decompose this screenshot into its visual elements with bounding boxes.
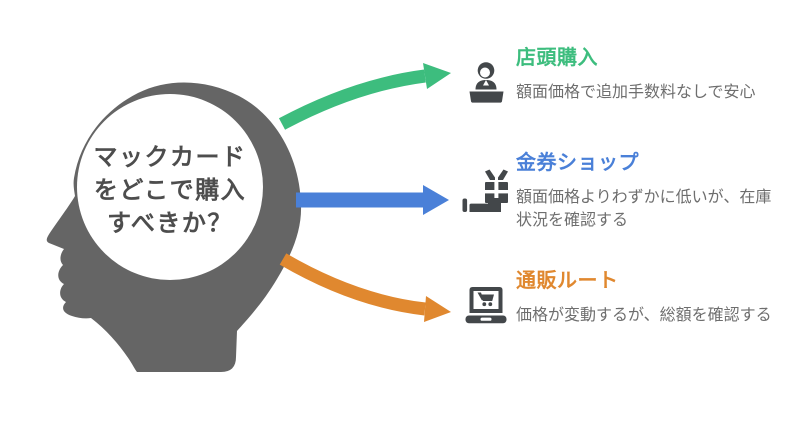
laptop-shopping-cart-icon: [462, 283, 510, 331]
option-title: 金券ショップ: [516, 150, 639, 174]
option-title: 店頭購入: [516, 45, 598, 69]
question-line: マックカード: [93, 143, 247, 171]
option-title: 通販ルート: [516, 268, 619, 292]
option-description-line: 状況を確認する: [516, 210, 629, 229]
gift-in-hand-icon: [462, 169, 510, 217]
option-store-purchase: 店頭購入 額面価格で追加手数料なしで安心: [462, 44, 756, 108]
arrow-to-store-purchase: [278, 63, 451, 130]
option-ticket-shop: 金券ショップ 額面価格よりわずかに低いが、在庫 状況を確認する: [462, 149, 771, 231]
option-description-line: 価格が変動するが、総額を確認する: [516, 305, 772, 324]
option-description-line: 額面価格よりわずかに低いが、在庫: [516, 187, 772, 206]
question-line: すべきか？: [107, 209, 233, 237]
question-line: をどこで購入: [93, 176, 247, 204]
arrow-to-ticket-shop: [296, 185, 449, 215]
option-online-route: 通販ルート 価格が変動するが、総額を確認する: [462, 267, 772, 331]
option-description-line: 額面価格で追加手数料なしで安心: [516, 82, 756, 101]
question-text: マックカード をどこで購入 すべきか？: [70, 141, 270, 240]
clerk-at-counter-icon: [462, 60, 510, 108]
arrow-to-online-route: [279, 253, 451, 322]
thought-bubble-circle: [77, 94, 263, 280]
